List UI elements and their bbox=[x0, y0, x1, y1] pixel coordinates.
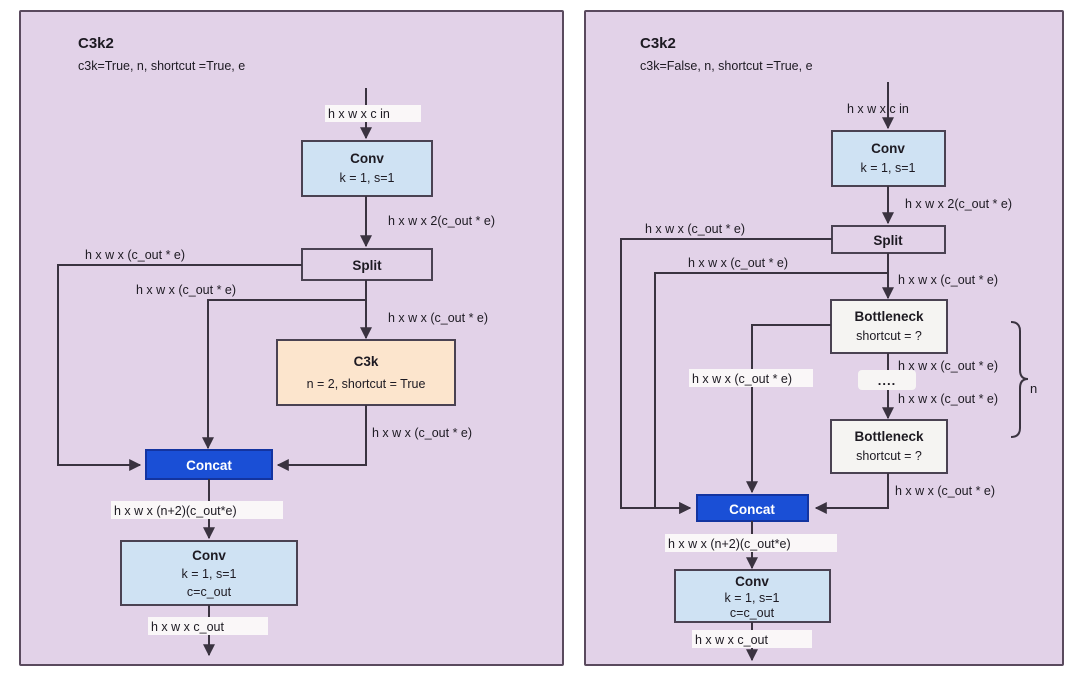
node-conv-top-title: Conv bbox=[350, 151, 384, 166]
node-r-conv-bottom-title: Conv bbox=[735, 574, 769, 589]
node-r-conv-bottom bbox=[674, 569, 831, 623]
node-conv-top bbox=[301, 140, 433, 197]
node-conv-bottom-line2: k = 1, s=1 bbox=[182, 567, 237, 581]
label-c3k-to-concat: h x w x (c_out * e) bbox=[372, 426, 472, 440]
label-r-input: h x w x c in bbox=[847, 102, 909, 116]
edge-split-skip-1 bbox=[57, 264, 302, 471]
label-r-bneck1-to-dots: h x w x (c_out * e) bbox=[898, 359, 998, 373]
node-c3k bbox=[276, 339, 456, 406]
label-r-split-skip-2: h x w x (c_out * e) bbox=[688, 256, 788, 270]
panel-left-title: C3k2 bbox=[78, 35, 114, 52]
panel-right-title: C3k2 bbox=[640, 35, 676, 52]
label-concat-to-conv: h x w x (n+2)(c_out*e) bbox=[114, 504, 237, 518]
node-conv-bottom bbox=[120, 540, 298, 606]
repeat-count-label: n bbox=[1030, 381, 1037, 396]
repeat-brace bbox=[1010, 321, 1029, 438]
label-split-skip-2: h x w x (c_out * e) bbox=[136, 283, 236, 297]
label-bg-r-concat-to-conv bbox=[665, 534, 837, 552]
label-input: h x w x c in bbox=[328, 107, 390, 121]
label-split-to-c3k: h x w x (c_out * e) bbox=[388, 311, 488, 325]
node-concat-title: Concat bbox=[186, 458, 232, 473]
label-bg-input bbox=[325, 105, 421, 122]
node-r-bottleneck-n-title: Bottleneck bbox=[854, 429, 924, 444]
label-bg-concat-to-conv bbox=[111, 501, 283, 519]
node-conv-top-line2: k = 1, s=1 bbox=[340, 171, 395, 185]
node-c3k-line2: n = 2, shortcut = True bbox=[307, 377, 426, 391]
node-r-conv-top-title: Conv bbox=[871, 141, 905, 156]
node-r-concat-title: Concat bbox=[729, 502, 775, 517]
node-r-concat bbox=[696, 494, 809, 522]
label-r-concat-to-conv: h x w x (n+2)(c_out*e) bbox=[668, 537, 791, 551]
node-r-split-title: Split bbox=[873, 233, 903, 248]
edge-c3k-to-concat bbox=[276, 405, 367, 471]
label-r-conv-to-split: h x w x 2(c_out * e) bbox=[905, 197, 1012, 211]
node-r-bottleneck-1 bbox=[830, 299, 948, 354]
node-r-bottleneck-1-title: Bottleneck bbox=[854, 309, 924, 324]
edge-split-skip-2 bbox=[202, 299, 366, 450]
node-r-conv-bottom-line3: c=c_out bbox=[730, 606, 775, 620]
node-split-title: Split bbox=[352, 258, 382, 273]
label-r-split-skip-1: h x w x (c_out * e) bbox=[645, 222, 745, 236]
node-c3k-title: C3k bbox=[354, 354, 379, 369]
panel-left-subtitle: c3k=True, n, shortcut =True, e bbox=[78, 59, 245, 73]
label-bg-r-output bbox=[692, 630, 812, 648]
label-output: h x w x c_out bbox=[151, 620, 224, 634]
node-concat bbox=[145, 449, 273, 480]
node-r-bottleneck-1-line2: shortcut = ? bbox=[856, 329, 922, 343]
node-conv-bottom-line3: c=c_out bbox=[187, 585, 232, 599]
node-r-bottleneck-n bbox=[830, 419, 948, 474]
label-bg-r-bneck1-skip bbox=[689, 369, 813, 387]
edge-r-split-skip-2 bbox=[654, 272, 888, 514]
label-conv-to-split: h x w x 2(c_out * e) bbox=[388, 214, 495, 228]
panel-right bbox=[584, 10, 1064, 666]
node-r-ellipsis bbox=[858, 370, 916, 390]
node-r-conv-bottom-line2: k = 1, s=1 bbox=[725, 591, 780, 605]
node-r-ellipsis-label: .... bbox=[878, 373, 896, 388]
node-r-conv-top-line2: k = 1, s=1 bbox=[861, 161, 916, 175]
label-r-split-to-bneck: h x w x (c_out * e) bbox=[898, 273, 998, 287]
label-split-skip-1: h x w x (c_out * e) bbox=[85, 248, 185, 262]
node-r-conv-top bbox=[831, 130, 946, 187]
label-r-output: h x w x c_out bbox=[695, 633, 768, 647]
edge-r-bneckn-to-concat bbox=[814, 473, 889, 514]
label-bg-output bbox=[148, 617, 268, 635]
node-conv-bottom-title: Conv bbox=[192, 548, 226, 563]
node-r-bottleneck-n-line2: shortcut = ? bbox=[856, 449, 922, 463]
label-r-bneckn-to-concat: h x w x (c_out * e) bbox=[895, 484, 995, 498]
edge-r-bneck1-skip bbox=[746, 324, 831, 494]
label-r-dots-to-bneckn: h x w x (c_out * e) bbox=[898, 392, 998, 406]
label-r-bneck1-skip: h x w x (c_out * e) bbox=[692, 372, 792, 386]
panel-right-subtitle: c3k=False, n, shortcut =True, e bbox=[640, 59, 813, 73]
